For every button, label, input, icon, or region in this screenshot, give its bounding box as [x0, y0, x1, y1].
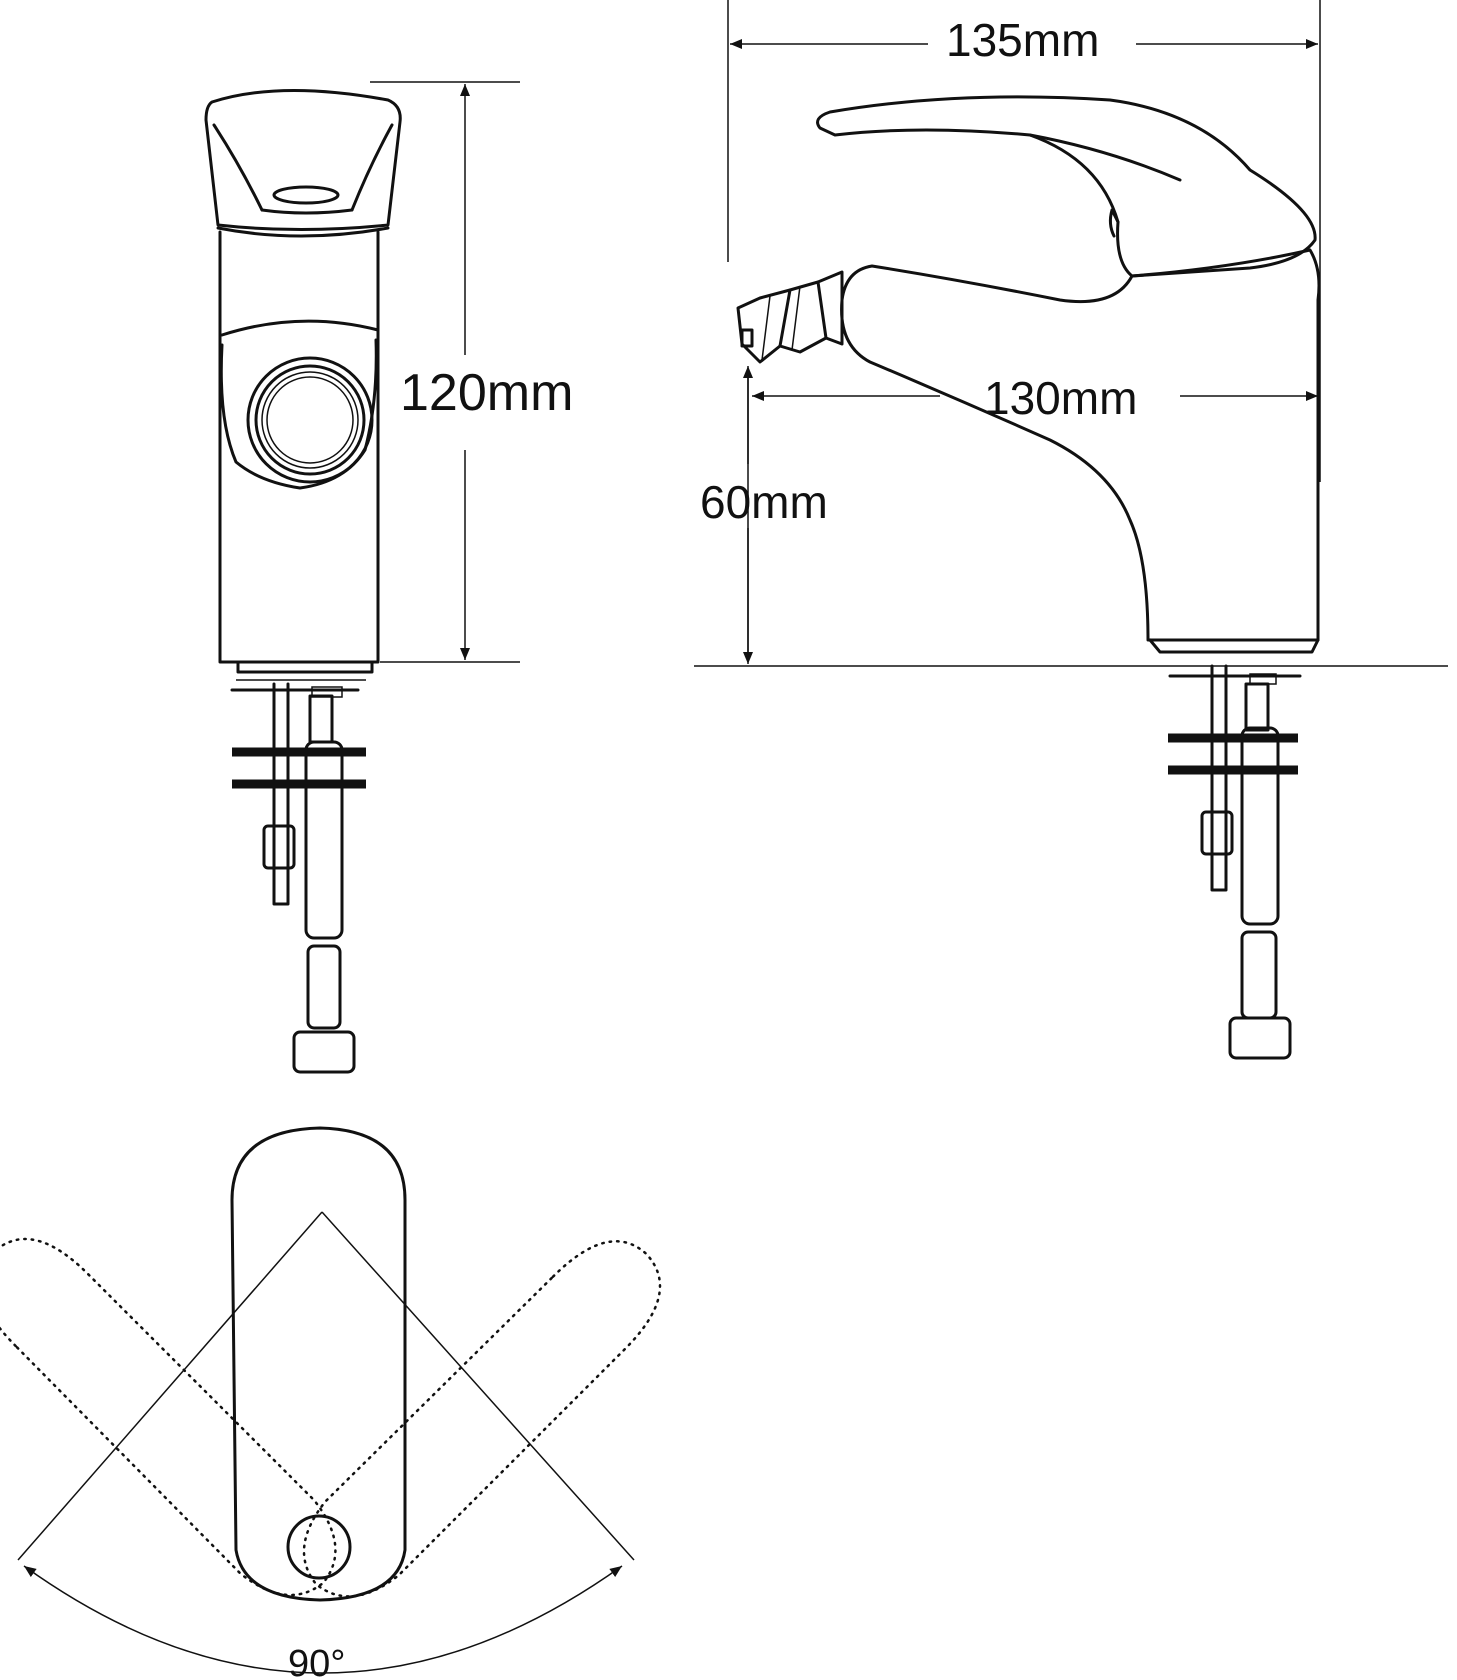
aerator: [246, 356, 374, 484]
front-handle-hole: [272, 185, 340, 205]
front-handle: [204, 89, 402, 231]
top-view: 90°: [0, 1126, 662, 1680]
dim-total-height: 120mm: [400, 364, 573, 422]
front-view: 120mm: [204, 81, 573, 1074]
front-hose-lower: [306, 944, 342, 1030]
side-nozzle: [736, 270, 844, 364]
dim-total-width: 135mm: [946, 14, 1099, 66]
dim-spout-height: 60mm: [700, 476, 828, 528]
front-hose-nut: [292, 1030, 356, 1074]
side-view: 135mm 130mm 60mm: [694, 0, 1448, 1060]
top-handle-hole: [286, 1514, 352, 1580]
side-hose-nut: [1228, 1016, 1292, 1060]
side-hose-lower: [1240, 930, 1278, 1020]
side-hose-upper: [1240, 726, 1280, 926]
lever-right-position: [0, 1237, 337, 1597]
side-body: [840, 248, 1321, 642]
side-lever: [816, 95, 1317, 278]
dim-handle-rotation: 90°: [288, 1643, 345, 1680]
front-hose-upper: [304, 740, 344, 940]
rotation-arc: [23, 1565, 623, 1674]
lever-left-position: [302, 1240, 662, 1598]
dim-spout-reach: 130mm: [984, 372, 1137, 424]
front-body: [218, 230, 380, 664]
top-handle: [230, 1126, 407, 1602]
